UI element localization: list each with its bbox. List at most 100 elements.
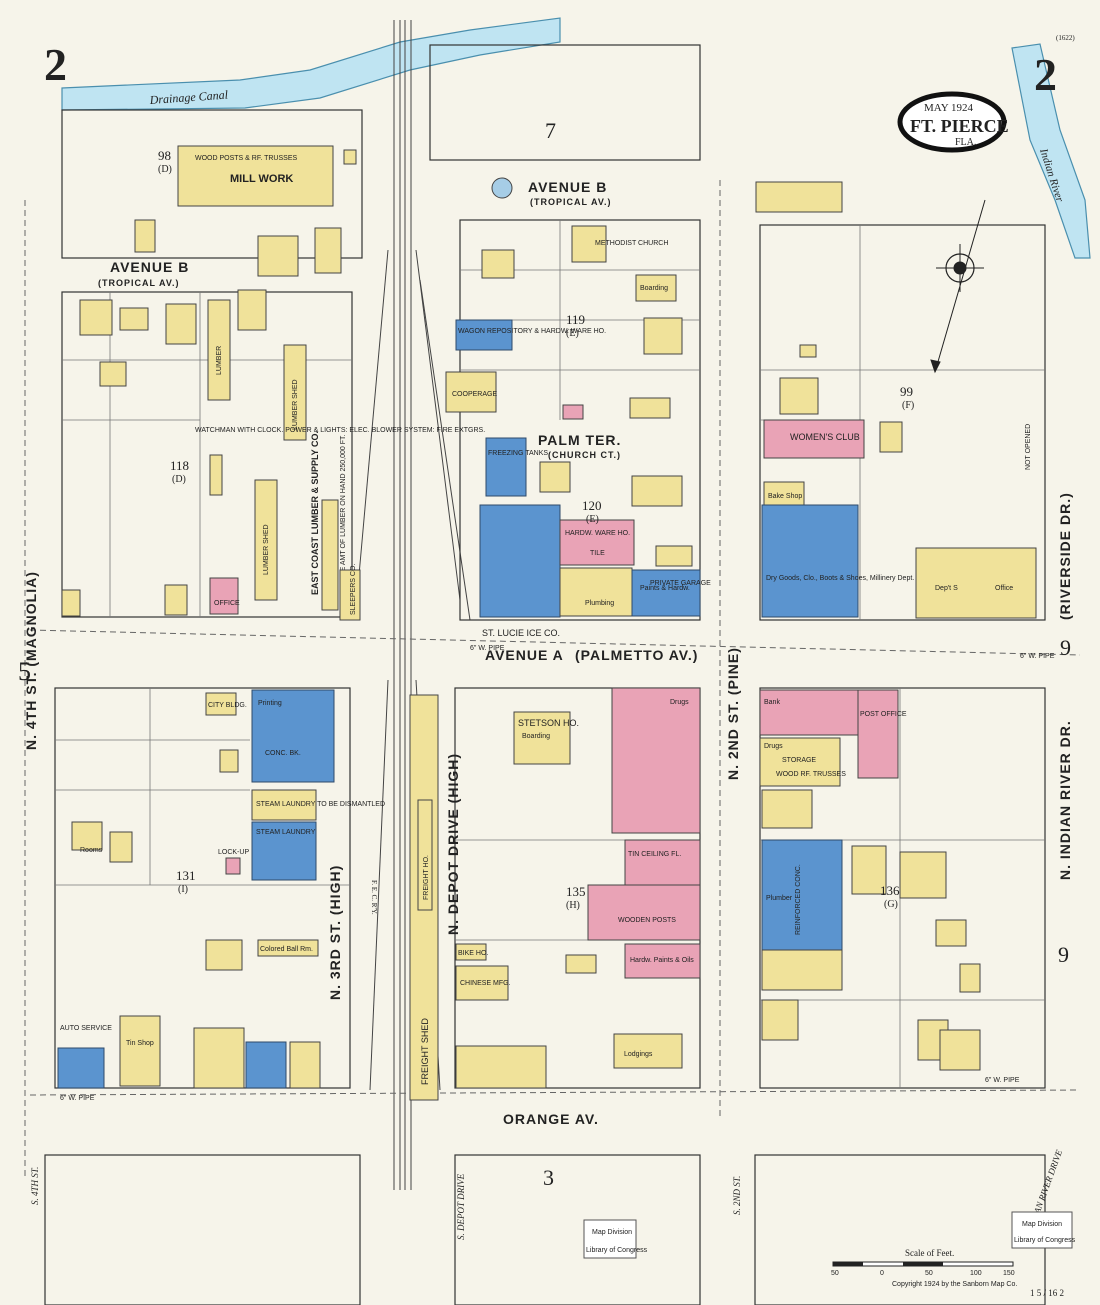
water-pipes [24,180,1081,1180]
stamp-line-1: Map Division [592,1229,632,1236]
tile-label: TILE [590,550,605,557]
plumber-label: Plumber [766,895,793,902]
n-depot-drive: N. DEPOT DRIVE (HIGH) [445,753,461,935]
auto-service [57,1047,105,1089]
dwelling-119b [643,317,683,355]
lumber-co-label: EAST COAST LUMBER & SUPPLY CO. [310,431,320,595]
block-135-sub: (H) [566,900,580,911]
bake-shop-label: Bake Shop [768,493,802,500]
drugs-label-136: Drugs [764,743,783,750]
office-99 [799,344,817,358]
pipe-label-3: 6" W. PIPE [60,1095,95,1102]
freight-shed-label-1: FREIGHT SHED [420,1018,430,1085]
small-pink-119 [562,404,584,420]
cooperage-label: COOPERAGE [452,391,497,398]
north-arrow-icon [930,199,986,374]
library-stamp: Map Division Library of Congress [583,1219,648,1259]
dwelling-118c [99,361,127,387]
dwelling-120c [539,461,571,493]
scale-tick-0: 50 [831,1270,839,1277]
stamp-right-line-1: Map Division [1022,1221,1062,1228]
lodgings-label: Lodgings [624,1051,653,1058]
tin-ceiling-label: TIN CEILING FL. [628,851,681,858]
hardware-warehouse [559,519,635,566]
colored-ball-label: Colored Ball Rm. [260,946,313,953]
shed-99 [879,421,903,453]
not-opened-label: NOT OPENED [1025,424,1032,470]
n-4th-st: N. 4TH ST. (MAGNOLIA) [23,571,39,750]
riverside-dr: (RIVERSIDE DR.) [1057,492,1073,620]
private-garage-label: PRIVATE GARAGE [650,580,711,587]
warehouse-98b [314,227,342,274]
city-bldg-label: CITY BLDG. [208,702,247,709]
rooms-building [71,821,103,851]
title-cartouche: MAY 1924 FT. PIERCE FLA. [897,91,1009,153]
pipe-label-4: 6" W. PIPE [985,1077,1020,1084]
dwelling-136a [761,789,813,829]
block-136-sub: (G) [884,899,898,910]
indian-river [1011,43,1091,259]
roofing-shed [237,289,267,331]
fountain-icon [491,177,513,199]
warehouse-98a [257,235,299,277]
sleepers-shed [339,569,361,621]
office-118-label: OFFICE [214,600,240,607]
pipe-label-1: 6" W. PIPE [470,645,505,652]
avenue-b-east: AVENUE B [528,179,607,195]
dwelling-131a [109,831,133,863]
bike-house [455,943,487,961]
wooden-posts-store [587,884,701,941]
post-office [857,689,899,779]
dept-store-label: Dry Goods, Clo., Boots & Shoes, Milliner… [766,575,923,582]
mill-work-building [177,145,334,207]
storage-building [759,737,841,787]
dwelling-136d [935,919,967,947]
lockup-label: LOCK-UP [218,849,249,856]
auto-service-label: AUTO SERVICE [60,1025,112,1032]
office-118 [209,577,239,615]
right-stores [915,547,1037,619]
hardware-label: HARDW. WARE HO. [565,530,630,537]
freezing-label: FREEZING TANKS [488,450,548,457]
scale-tick-7: 100 [970,1270,982,1277]
colored-ball-room [257,939,319,957]
wagon-repository [455,319,513,351]
plumbing-shop [559,567,633,617]
cartouche-state: FLA. [955,137,976,148]
block-120: 120 [582,498,602,513]
drugs-block-135 [611,687,701,834]
block-99-sub: (F) [902,400,914,411]
pipe-label-2: 6" W. PIPE [1020,653,1055,660]
hardware-paints [624,943,701,979]
dwelling-119a [481,249,515,279]
block-131-sub: (I) [178,884,188,895]
bake-shop [763,481,805,508]
block-99: 99 [900,384,913,399]
dwelling-120b [655,545,693,567]
block-98: 98 [158,148,171,163]
avenue-b-west: AVENUE B [110,259,189,275]
laundry-1-label: STEAM LAUNDRY TO BE DISMANTLED [256,801,385,808]
chinese-mfg-label: CHINESE MFG. [460,980,511,987]
watchman-note: WATCHMAN WITH CLOCK. POWER & LIGHTS: ELE… [195,427,485,434]
cartouche-date: MAY 1924 [924,102,974,114]
printing-shop [251,689,335,783]
boarding-label: Boarding [640,285,668,292]
mill-work-note: WOOD POSTS & RF. TRUSSES [195,155,297,162]
shed-118d [209,454,223,496]
palm-ter-alt: (CHURCH CT.) [548,450,621,460]
lumber-label: LUMBER [216,346,223,375]
avenue-b-west-alt: (TROPICAL AV.) [98,278,180,288]
block-119: 119 [566,312,585,327]
block-135: 135 [566,884,586,899]
small-shed [343,149,357,165]
lockup [225,857,241,875]
dwelling-120a [631,475,683,507]
dwelling-135a [565,954,597,974]
library-stamp-right: Map Division Library of Congress [1011,1211,1076,1249]
lumber-shed-1 [207,299,231,401]
sheet-number-right: 2 [1034,49,1057,100]
copyright: Copyright 1924 by the Sanborn Map Co. [892,1281,1017,1288]
dwelling-118b [165,303,197,345]
